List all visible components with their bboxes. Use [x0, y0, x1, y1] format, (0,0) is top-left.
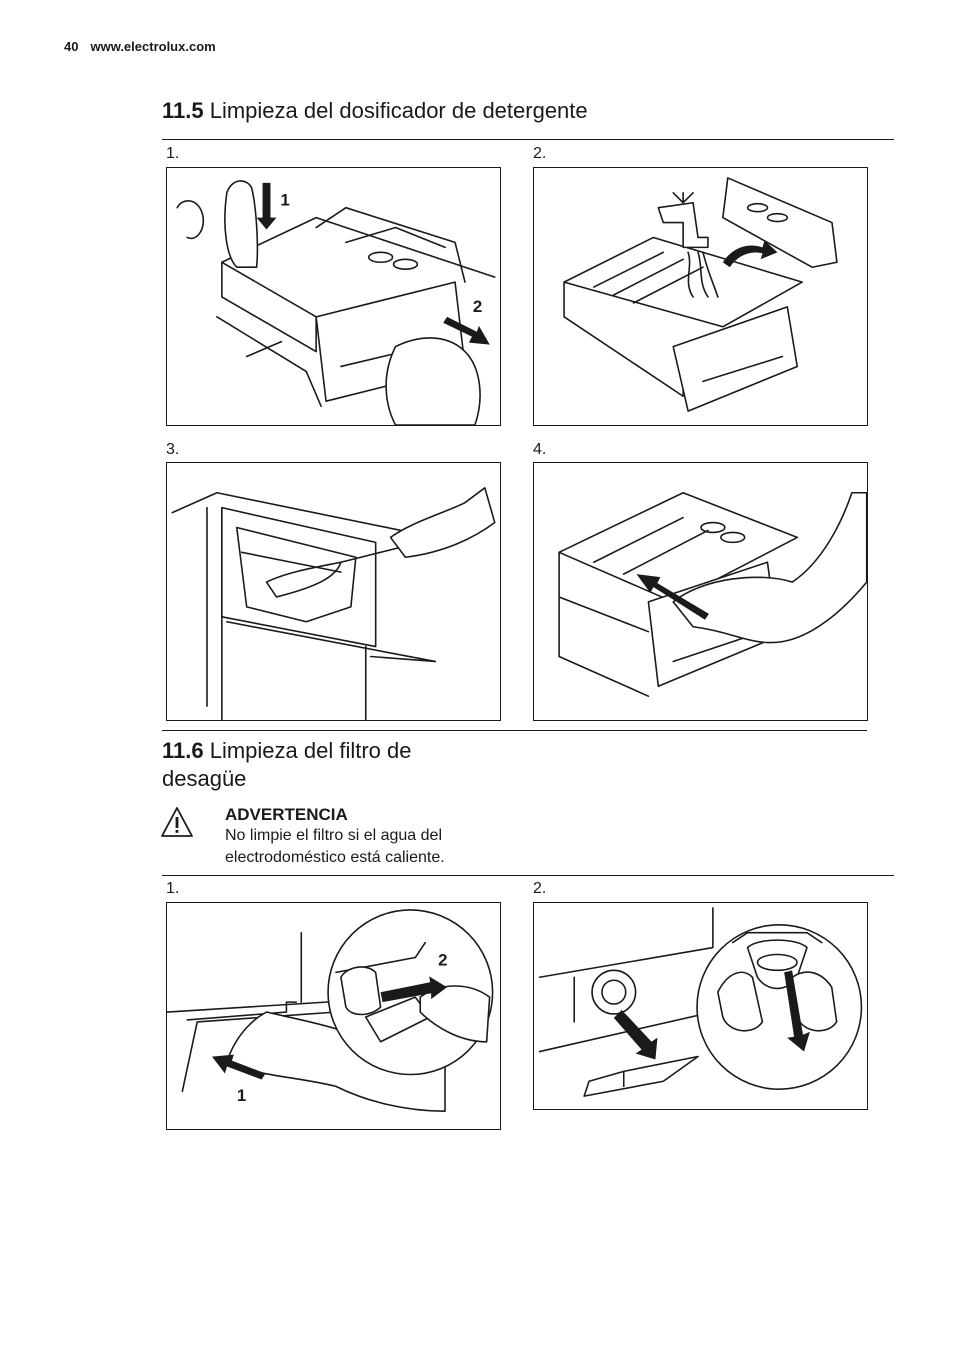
illustration-recess-brushing: [166, 462, 501, 721]
illustration-filter-cover-opening: 1 2: [166, 902, 501, 1130]
step-label: 1.: [166, 880, 180, 897]
svg-text:2: 2: [438, 950, 447, 969]
section-title-text: Limpieza del dosificador de detergente: [209, 98, 588, 123]
svg-text:1: 1: [280, 191, 289, 210]
step-label: 1.: [166, 145, 180, 162]
section-11-5-title: 11.5 Limpieza del dosificador de deterge…: [162, 97, 588, 125]
section-11-6-title: 11.6 Limpieza del filtro de desagüe: [162, 737, 412, 793]
warning-icon: [160, 806, 194, 838]
section-number: 11.5: [162, 98, 204, 123]
illustration-filter-removal: [533, 902, 868, 1110]
step-label: 4.: [533, 441, 547, 458]
warning-line: electrodoméstico está caliente.: [225, 849, 445, 866]
section-divider: [162, 139, 894, 140]
svg-text:2: 2: [473, 297, 482, 316]
warning-title: ADVERTENCIA: [225, 805, 348, 824]
section-divider: [162, 730, 867, 731]
step-label: 2.: [533, 145, 547, 162]
section-title-text: Limpieza del filtro de: [209, 738, 412, 763]
section-title-text: desagüe: [162, 766, 247, 791]
warning-line: No limpie el filtro si el agua del: [225, 827, 442, 844]
svg-text:1: 1: [237, 1086, 246, 1105]
page-header: 40 www.electrolux.com: [64, 39, 216, 54]
section-divider: [162, 875, 894, 876]
illustration-dispenser-insertion: [533, 462, 868, 721]
page-number: 40: [64, 39, 79, 54]
illustration-dispenser-removal: 1 2: [166, 167, 501, 426]
step-label: 2.: [533, 880, 547, 897]
step-label: 3.: [166, 441, 180, 458]
website-link[interactable]: www.electrolux.com: [90, 39, 216, 54]
illustration-dispenser-rinsing: [533, 167, 868, 426]
warning-text: No limpie el filtro si el agua del elect…: [225, 825, 445, 869]
section-number: 11.6: [162, 738, 204, 763]
